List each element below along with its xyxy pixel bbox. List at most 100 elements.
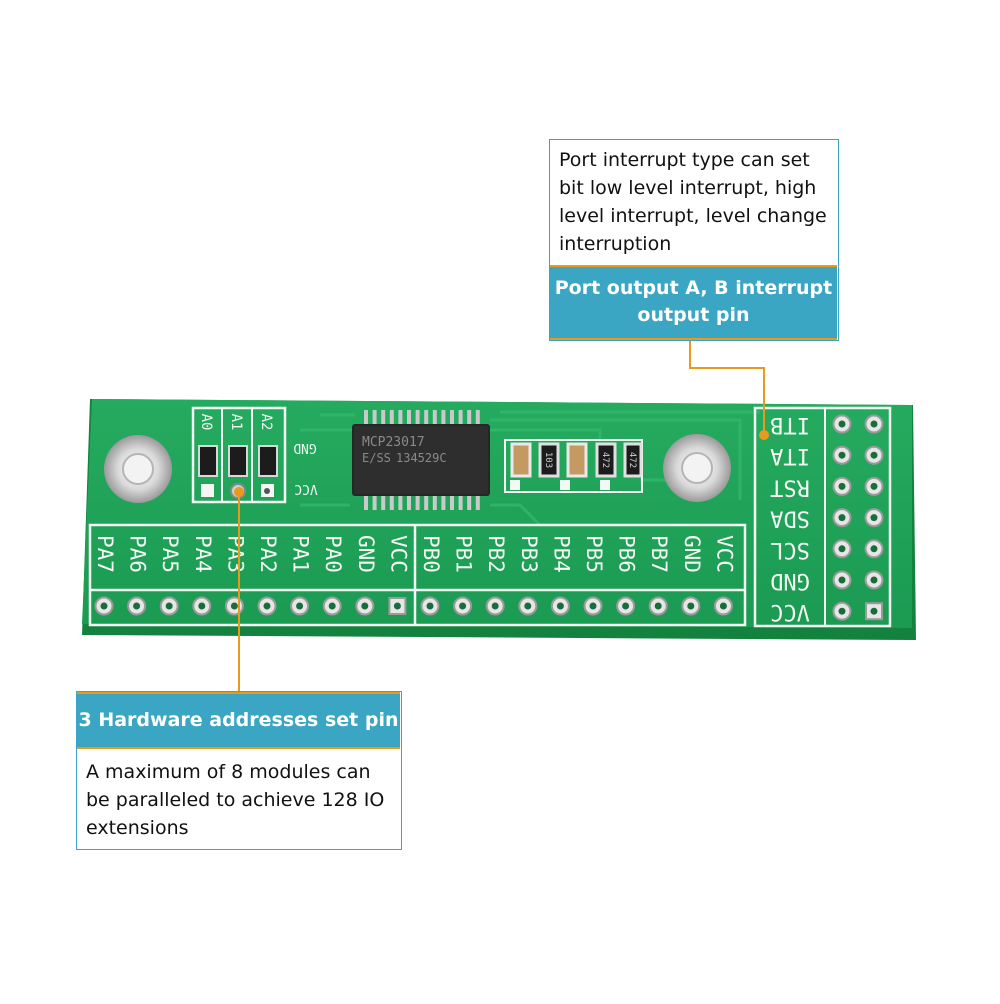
smd-components: 103 472 472 bbox=[504, 439, 643, 493]
chip-pin bbox=[398, 410, 403, 426]
chip-pin bbox=[381, 494, 386, 510]
side-pin-hole bbox=[870, 482, 878, 490]
chip-pin bbox=[389, 494, 394, 510]
side-pin-hole bbox=[838, 545, 846, 553]
chip-pin bbox=[450, 494, 454, 510]
header-pin-hole bbox=[296, 602, 304, 610]
header-pin-hole bbox=[165, 602, 173, 610]
header-pin-hole bbox=[719, 602, 727, 610]
header-pin-label: PA0 bbox=[321, 535, 345, 573]
mounting-hole-left bbox=[104, 435, 172, 503]
header-pin-label: PB1 bbox=[452, 535, 476, 573]
header-pin-label: PA4 bbox=[191, 535, 215, 573]
header-pin-hole bbox=[393, 602, 401, 610]
chip-pin bbox=[381, 410, 386, 426]
header-pin-hole bbox=[361, 602, 369, 610]
header-pin-hole bbox=[198, 602, 206, 610]
header-pin-hole bbox=[491, 602, 499, 610]
header-pin-label: VCC bbox=[386, 535, 410, 573]
mounting-hole-right bbox=[663, 434, 731, 502]
chip-marking: MCP23017 bbox=[362, 435, 425, 450]
side-pin-hole bbox=[838, 607, 846, 615]
header-pin-label: PB4 bbox=[549, 535, 573, 573]
chip-pin bbox=[432, 410, 437, 426]
chip-pin bbox=[398, 494, 403, 510]
address-select-block: A0 A1 A2 GND VCC bbox=[191, 406, 318, 504]
side-pin-hole bbox=[870, 451, 878, 459]
header-pin-label: PB3 bbox=[517, 535, 541, 573]
side-pin-label: RST bbox=[770, 474, 810, 499]
header-pin-hole bbox=[589, 602, 597, 610]
main-header-silkscreen bbox=[88, 523, 747, 627]
header-pin-hole bbox=[328, 602, 336, 610]
header-pin-label: PA7 bbox=[93, 535, 117, 573]
chip-pin bbox=[415, 494, 420, 510]
header-pin-hole bbox=[133, 602, 141, 610]
side-pin-hole bbox=[838, 420, 846, 428]
side-pin-hole bbox=[838, 514, 846, 522]
header-pin-label: PA5 bbox=[158, 535, 182, 573]
side-pin-label: ITB bbox=[770, 412, 810, 437]
header-pin-label: PB7 bbox=[647, 535, 671, 573]
side-pin-hole bbox=[870, 420, 878, 428]
callout-interrupt-description: Port interrupt type can set bit low leve… bbox=[559, 149, 827, 255]
side-pin-label: GND bbox=[770, 568, 810, 593]
chip-pin bbox=[450, 410, 454, 426]
header-pin-label: PA6 bbox=[126, 535, 150, 573]
resistor-label-472-a: 472 bbox=[600, 452, 610, 468]
header-pin-label: PA3 bbox=[223, 535, 247, 573]
address-side-vcc: VCC bbox=[294, 481, 317, 496]
side-pin-hole bbox=[838, 576, 846, 584]
header-pin-hole bbox=[230, 602, 238, 610]
chip-pin bbox=[364, 494, 368, 510]
chip-pin bbox=[467, 494, 472, 510]
callout-address-description: A maximum of 8 modules can be paralleled… bbox=[86, 761, 385, 839]
resistor-label-103: 103 bbox=[543, 452, 553, 468]
chip-pin bbox=[372, 494, 377, 510]
header-pin-hole bbox=[622, 602, 630, 610]
header-pin-hole bbox=[524, 602, 532, 610]
chip-lot: 134529C bbox=[396, 451, 447, 465]
side-pin-label: ITA bbox=[770, 443, 810, 468]
chip-pin bbox=[389, 410, 394, 426]
header-pin-label: VCC bbox=[712, 535, 736, 573]
chip-pin bbox=[424, 410, 429, 426]
callout-address-title: 3 Hardware addresses set pin bbox=[77, 692, 400, 749]
chip-pin bbox=[475, 410, 480, 426]
header-pin-label: PB6 bbox=[615, 535, 639, 573]
callout-address-pins: 3 Hardware addresses set pin A maximum o… bbox=[76, 691, 402, 850]
header-pin-label: PA1 bbox=[289, 535, 313, 573]
header-pin-hole bbox=[556, 602, 564, 610]
header-pin-label: GND bbox=[354, 535, 378, 573]
side-pin-hole bbox=[838, 451, 846, 459]
chip-pin bbox=[407, 410, 411, 426]
side-pin-label: SCL bbox=[770, 537, 810, 562]
header-pin-hole bbox=[100, 602, 108, 610]
address-label-a1: A1 bbox=[228, 414, 244, 431]
callout-leader-top bbox=[689, 341, 769, 440]
side-pin-hole bbox=[870, 514, 878, 522]
header-pin-hole bbox=[687, 602, 695, 610]
chip-pin bbox=[458, 494, 463, 510]
resistor-label-472-b: 472 bbox=[627, 452, 637, 468]
header-pin-label: PA2 bbox=[256, 535, 280, 573]
chip-pin bbox=[407, 494, 411, 510]
header-pin-hole bbox=[426, 602, 434, 610]
callout-interrupt-title: Port output A, B interrupt output pin bbox=[550, 265, 837, 340]
chip-pin bbox=[364, 410, 368, 426]
side-pin-hole bbox=[870, 576, 878, 584]
header-pin-hole bbox=[263, 602, 271, 610]
side-pin-hole bbox=[870, 607, 878, 615]
chip-pin bbox=[475, 494, 480, 510]
header-pin-label: PB5 bbox=[582, 535, 606, 573]
header-pin-label: PB0 bbox=[419, 535, 443, 573]
side-pin-label: SDA bbox=[770, 506, 810, 531]
side-pin-hole bbox=[870, 545, 878, 553]
chip-pin bbox=[467, 410, 472, 426]
chip-pin bbox=[432, 494, 437, 510]
